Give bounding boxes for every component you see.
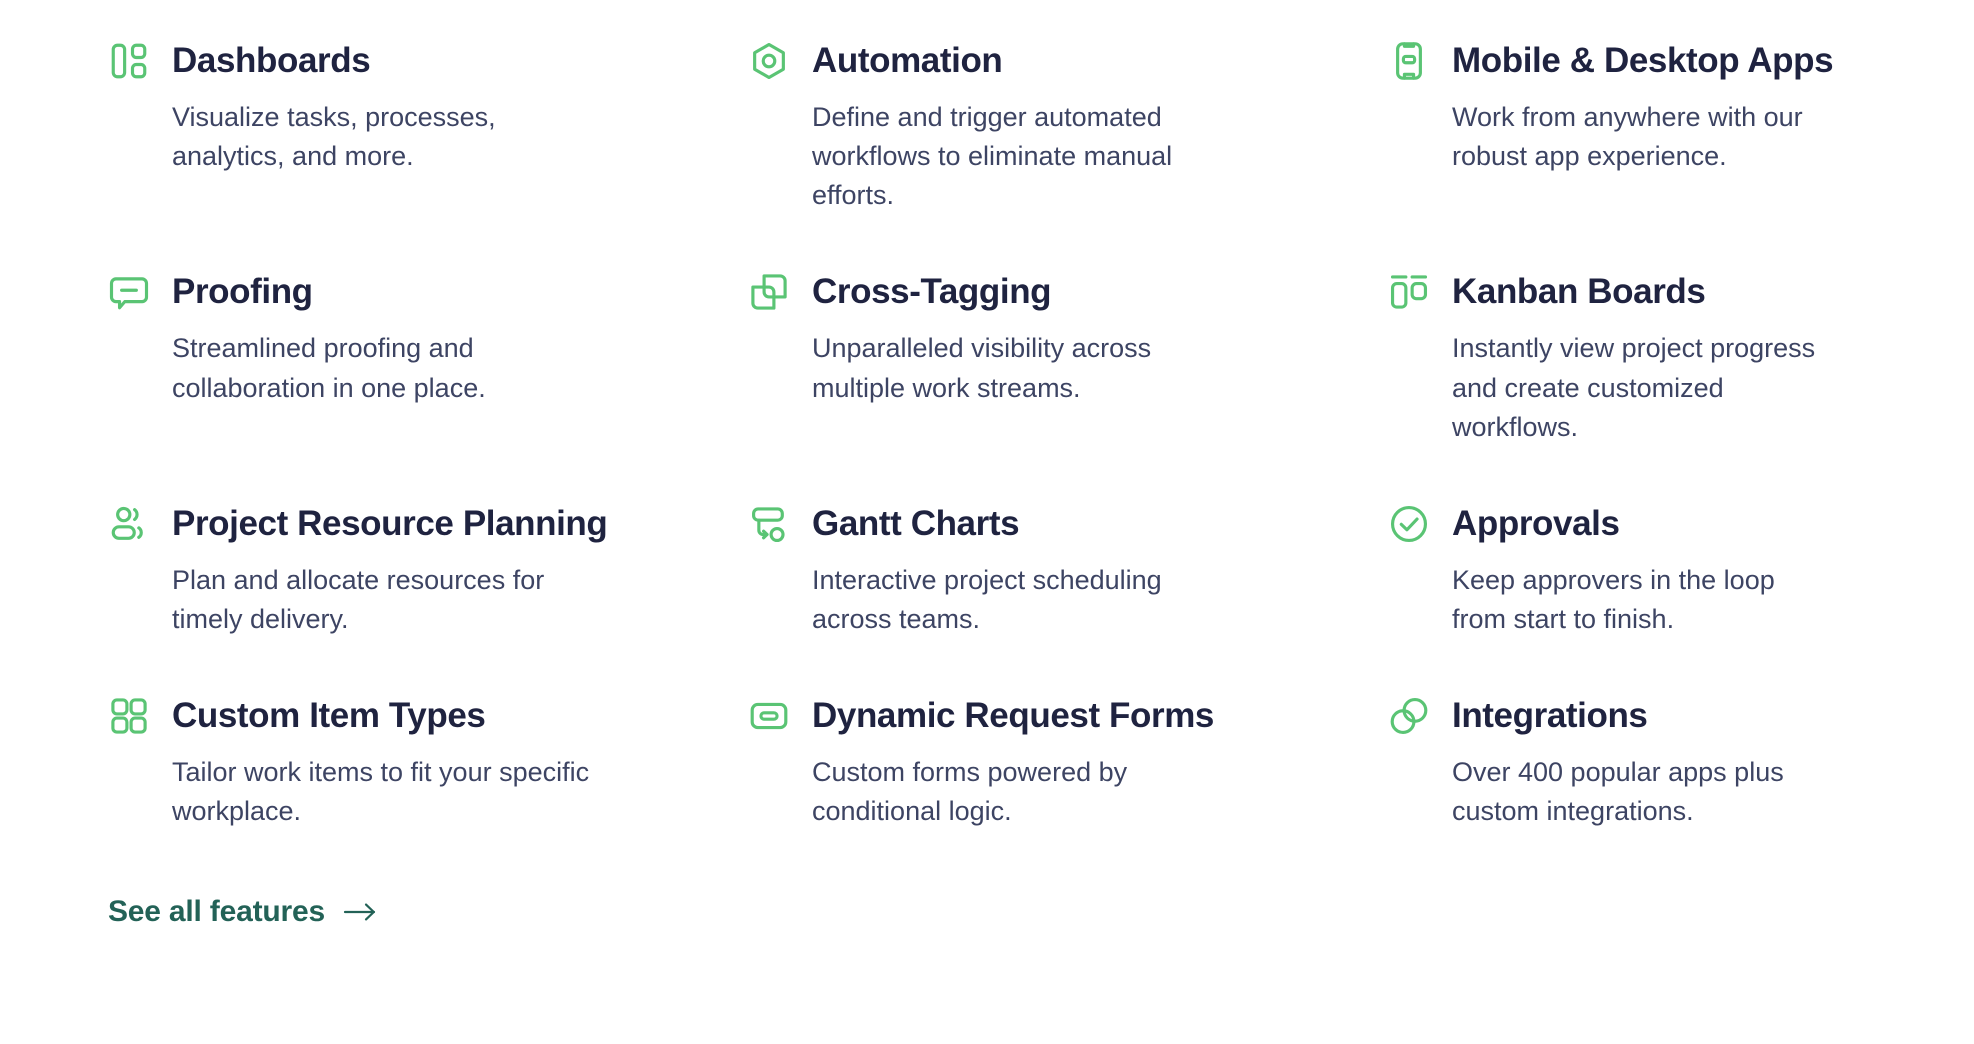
feature-description: Unparalleled visibility across multiple … bbox=[812, 333, 1152, 403]
feature-description: Custom forms powered by conditional logi… bbox=[812, 757, 1128, 827]
feature-title: Integrations bbox=[1452, 695, 1648, 735]
feature-card-dashboards[interactable]: Dashboards Visualize tasks, processes, a… bbox=[108, 40, 748, 215]
proofing-icon bbox=[108, 271, 150, 313]
dashboards-icon bbox=[108, 40, 150, 82]
feature-card-proofing[interactable]: Proofing Streamlined proofing and collab… bbox=[108, 271, 748, 446]
feature-header: Kanban Boards bbox=[1388, 271, 1833, 313]
feature-card-gantt-charts[interactable]: Gantt Charts Interactive project schedul… bbox=[748, 503, 1388, 639]
feature-title: Dashboards bbox=[172, 40, 371, 80]
feature-header: Mobile & Desktop Apps bbox=[1388, 40, 1834, 82]
feature-title: Gantt Charts bbox=[812, 503, 1020, 543]
feature-title: Custom Item Types bbox=[172, 695, 486, 735]
feature-card-mobile-desktop-apps[interactable]: Mobile & Desktop Apps Work from anywhere… bbox=[1388, 40, 1913, 215]
see-all-features-row: See all features bbox=[108, 895, 1874, 929]
feature-header: Dashboards bbox=[108, 40, 668, 82]
features-grid: Dashboards Visualize tasks, processes, a… bbox=[108, 40, 1874, 831]
feature-description: Over 400 popular apps plus custom integr… bbox=[1452, 757, 1784, 827]
feature-description: Tailor work items to fit your specific w… bbox=[172, 757, 590, 827]
kanban-boards-icon bbox=[1388, 271, 1430, 313]
custom-item-types-icon bbox=[108, 695, 150, 737]
feature-header: Automation bbox=[748, 40, 1308, 82]
feature-header: Cross-Tagging bbox=[748, 271, 1308, 313]
feature-description: Instantly view project progress and crea… bbox=[1452, 333, 1816, 442]
mobile-desktop-apps-icon bbox=[1388, 40, 1430, 82]
feature-card-cross-tagging[interactable]: Cross-Tagging Unparalleled visibility ac… bbox=[748, 271, 1388, 446]
feature-description: Interactive project scheduling across te… bbox=[812, 564, 1162, 634]
see-all-features-label: See all features bbox=[108, 895, 325, 929]
feature-description: Work from anywhere with our robust app e… bbox=[1452, 102, 1803, 172]
feature-description: Plan and allocate resources for timely d… bbox=[172, 564, 545, 634]
dynamic-request-forms-icon bbox=[748, 695, 790, 737]
automation-icon bbox=[748, 40, 790, 82]
feature-header: Dynamic Request Forms bbox=[748, 695, 1308, 737]
feature-title: Automation bbox=[812, 40, 1003, 80]
feature-title: Kanban Boards bbox=[1452, 272, 1706, 312]
approvals-icon bbox=[1388, 503, 1430, 545]
feature-description: Visualize tasks, processes, analytics, a… bbox=[172, 102, 496, 172]
gantt-charts-icon bbox=[748, 503, 790, 545]
arrow-right-icon bbox=[343, 901, 377, 923]
feature-title: Cross-Tagging bbox=[812, 272, 1052, 312]
integrations-icon bbox=[1388, 695, 1430, 737]
feature-description: Define and trigger automated workflows t… bbox=[812, 102, 1173, 211]
feature-card-dynamic-request-forms[interactable]: Dynamic Request Forms Custom forms power… bbox=[748, 695, 1388, 831]
feature-header: Proofing bbox=[108, 271, 668, 313]
feature-card-integrations[interactable]: Integrations Over 400 popular apps plus … bbox=[1388, 695, 1913, 831]
feature-title: Project Resource Planning bbox=[172, 503, 608, 543]
feature-header: Custom Item Types bbox=[108, 695, 668, 737]
feature-title: Mobile & Desktop Apps bbox=[1452, 40, 1834, 80]
feature-title: Proofing bbox=[172, 272, 313, 312]
feature-card-project-resource-planning[interactable]: Project Resource Planning Plan and alloc… bbox=[108, 503, 748, 639]
cross-tagging-icon bbox=[748, 271, 790, 313]
feature-description: Keep approvers in the loop from start to… bbox=[1452, 564, 1775, 634]
feature-header: Approvals bbox=[1388, 503, 1833, 545]
feature-header: Integrations bbox=[1388, 695, 1833, 737]
feature-header: Gantt Charts bbox=[748, 503, 1308, 545]
feature-description: Streamlined proofing and collaboration i… bbox=[172, 333, 486, 403]
feature-title: Dynamic Request Forms bbox=[812, 695, 1214, 735]
feature-header: Project Resource Planning bbox=[108, 503, 668, 545]
project-resource-planning-icon bbox=[108, 503, 150, 545]
feature-card-automation[interactable]: Automation Define and trigger automated … bbox=[748, 40, 1388, 215]
feature-card-custom-item-types[interactable]: Custom Item Types Tailor work items to f… bbox=[108, 695, 748, 831]
feature-card-approvals[interactable]: Approvals Keep approvers in the loop fro… bbox=[1388, 503, 1913, 639]
feature-card-kanban-boards[interactable]: Kanban Boards Instantly view project pro… bbox=[1388, 271, 1913, 446]
see-all-features-link[interactable]: See all features bbox=[108, 895, 377, 929]
feature-title: Approvals bbox=[1452, 503, 1620, 543]
